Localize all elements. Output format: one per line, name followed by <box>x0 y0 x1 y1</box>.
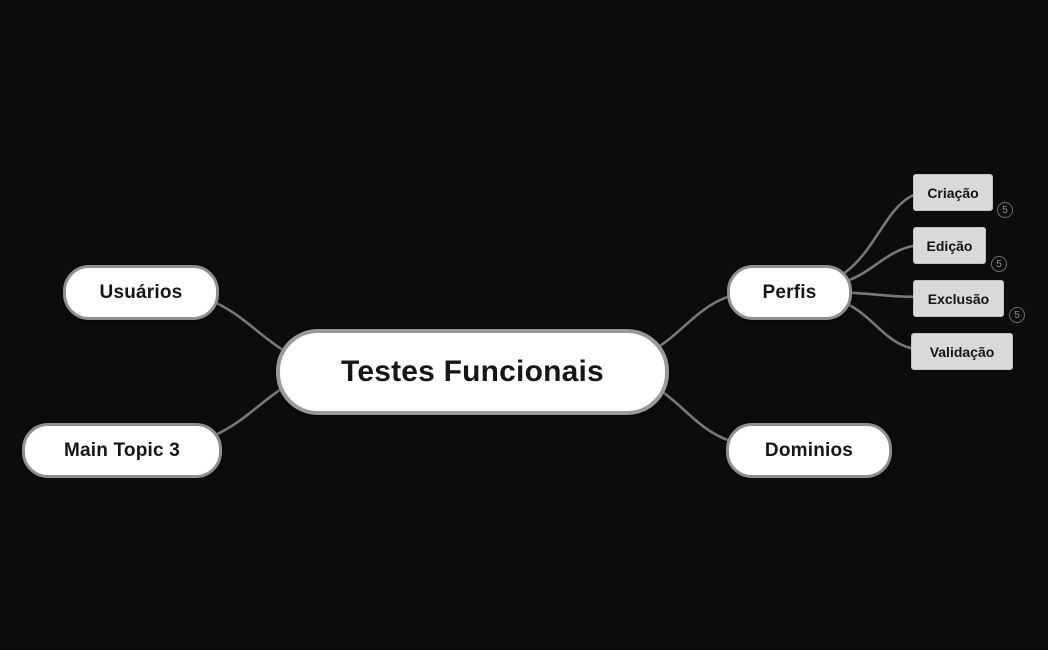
collapsed-count-badge-edicao[interactable]: 5 <box>991 256 1007 272</box>
root-topic[interactable]: Testes Funcionais <box>276 329 669 415</box>
subtopic-criacao[interactable]: Criação <box>913 174 993 211</box>
topic-perfis[interactable]: Perfis <box>727 265 852 320</box>
subtopic-edicao[interactable]: Edição <box>913 227 986 264</box>
subtopic-validacao[interactable]: Validação <box>911 333 1013 370</box>
collapsed-count-badge-exclusao[interactable]: 5 <box>1009 307 1025 323</box>
topic-main-topic-3[interactable]: Main Topic 3 <box>22 423 222 478</box>
topic-dominios[interactable]: Dominios <box>726 423 892 478</box>
topic-usuarios[interactable]: Usuários <box>63 265 219 320</box>
subtopic-exclusao[interactable]: Exclusão <box>913 280 1004 317</box>
collapsed-count-badge-criacao[interactable]: 5 <box>997 202 1013 218</box>
